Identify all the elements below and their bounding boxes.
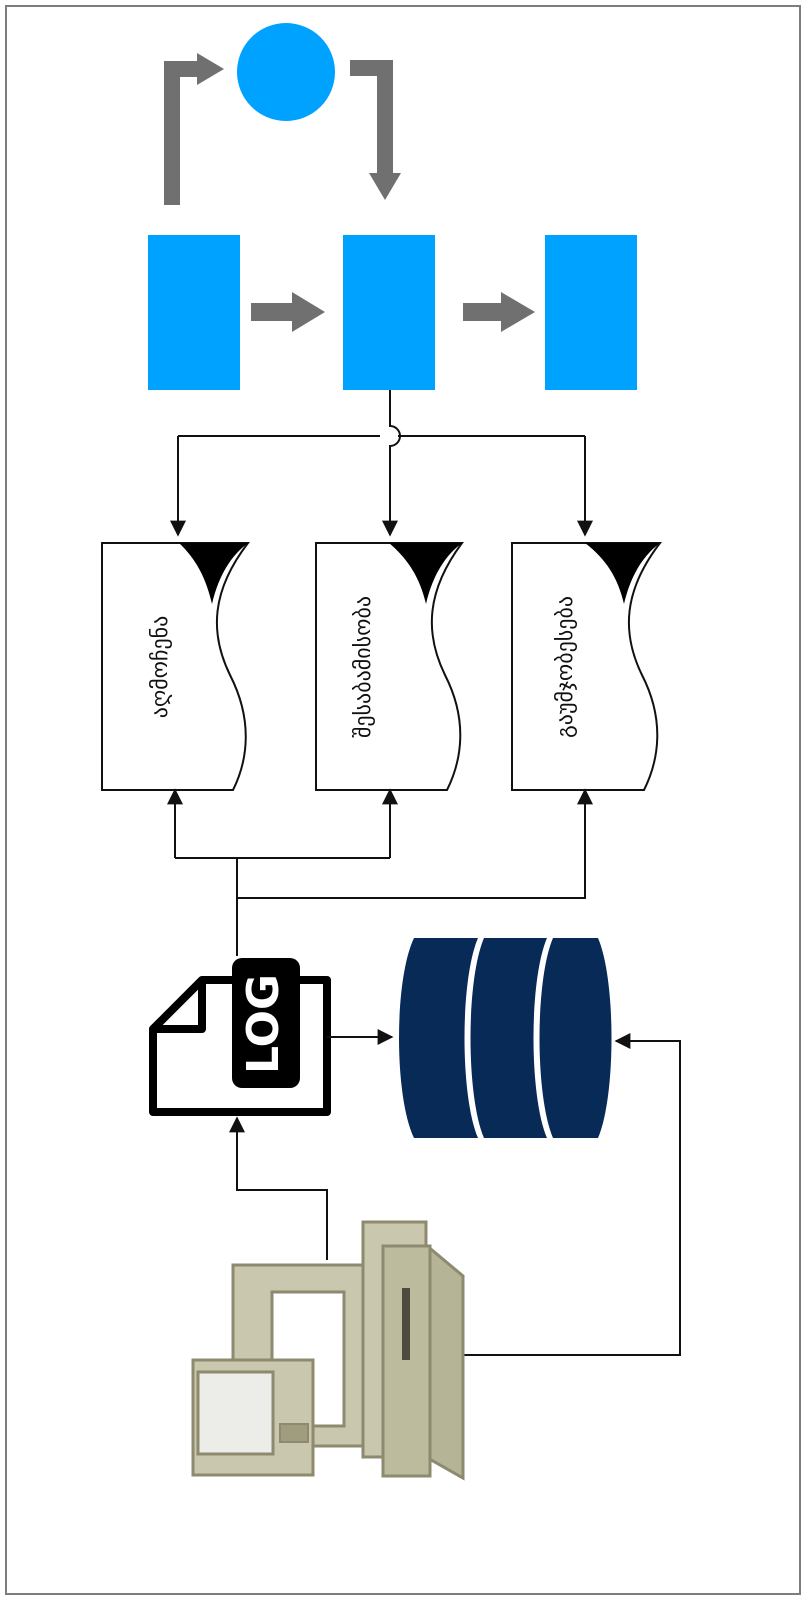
document-label-1: აღმოჩენა [148, 616, 173, 719]
computer-side-panel [426, 1245, 463, 1478]
computer-front-panel [383, 1246, 430, 1476]
process-circle-icon [237, 23, 335, 121]
process-box-3 [545, 235, 637, 390]
log-label: LOG [238, 974, 289, 1074]
database-segment-3 [540, 938, 612, 1138]
process-box-2 [343, 235, 435, 390]
document-label-3: გაუმჯობესება [553, 596, 578, 738]
computer-drive-slot [402, 1288, 410, 1360]
process-box-1 [148, 235, 240, 390]
document-label-2: შესაბამისობა [351, 596, 376, 738]
computer-keyboard-slot [280, 1424, 308, 1442]
database-icon [399, 938, 612, 1138]
computer-keyboard-panel [198, 1372, 273, 1454]
